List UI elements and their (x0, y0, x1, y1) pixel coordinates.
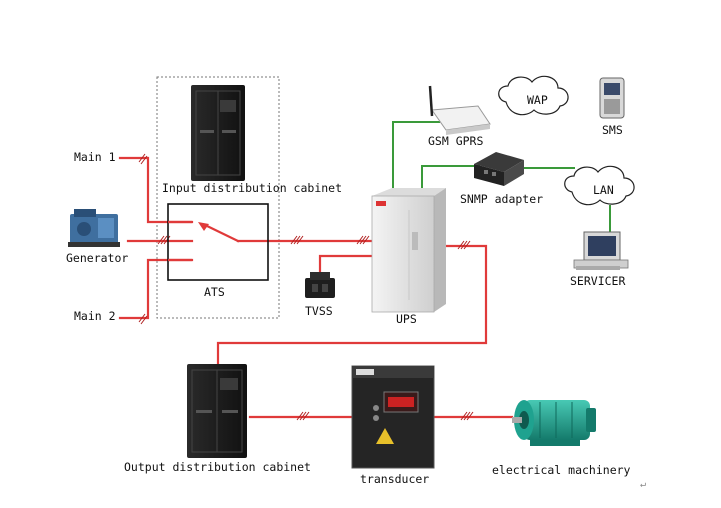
label-tvss: TVSS (305, 304, 333, 318)
label-sms: SMS (602, 123, 623, 137)
label-gsm: GSM GPRS (428, 134, 484, 148)
lan-cloud-icon (564, 165, 635, 206)
transducer-icon (351, 365, 435, 469)
ups-icon (371, 188, 446, 313)
label-servicer: SERVICER (570, 274, 626, 288)
generator-icon (68, 209, 120, 247)
ats-box (167, 203, 269, 281)
label-machinery: electrical machinery (492, 463, 631, 477)
label-generator: Generator (66, 251, 129, 265)
label-transducer: transducer (360, 472, 430, 486)
label-output-cabinet: Output distribution cabinet (124, 460, 311, 474)
label-lan: LAN (593, 183, 614, 197)
output-cabinet (187, 364, 247, 458)
label-wap: WAP (527, 93, 548, 107)
gsm-link (392, 121, 440, 192)
servicer-computer-icon (573, 231, 629, 270)
input-cabinet (191, 85, 245, 181)
label-ats: ATS (204, 285, 225, 299)
sms-phone-icon (599, 77, 625, 119)
input-cabinet-enclosure (156, 76, 280, 319)
ats-switch-arrow (198, 222, 209, 231)
tvss-icon (305, 272, 335, 298)
ats-switch (203, 223, 240, 243)
main2-line (118, 258, 194, 320)
label-main1: Main 1 (74, 150, 116, 164)
gsm-modem-icon (428, 85, 491, 135)
break-marks (138, 153, 474, 421)
snmp-link (421, 165, 480, 192)
motor-icon (512, 400, 596, 446)
snmp-adapter-icon (474, 152, 524, 186)
power-lines (118, 156, 514, 419)
label-input-cabinet: Input distribution cabinet (162, 181, 343, 195)
ups-to-output-line (216, 244, 488, 366)
wap-cloud-icon (498, 75, 569, 116)
label-main2: Main 2 (74, 309, 116, 323)
label-snmp: SNMP adapter (460, 192, 544, 206)
label-ups: UPS (396, 312, 417, 326)
tvss-line (318, 254, 374, 274)
return-mark: ↵ (640, 479, 647, 490)
